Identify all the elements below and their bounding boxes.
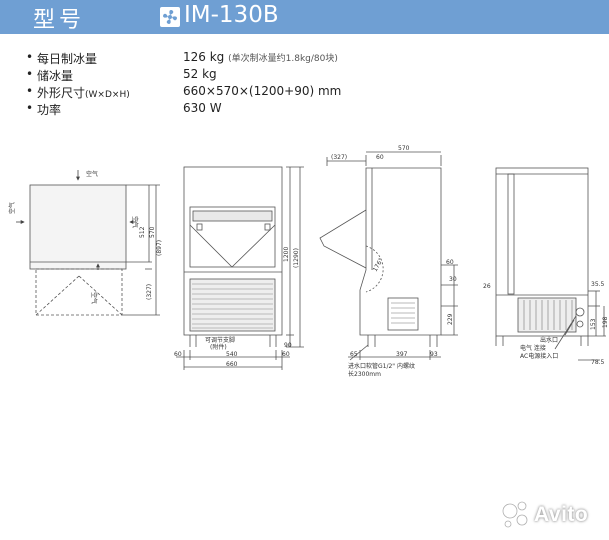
side-dim-397: 397 [396,351,408,358]
power-label: 电气 连接 [520,344,546,352]
air-label-right: 空气 [131,216,139,228]
front-view-drawing [176,166,304,370]
model-header: 型号 IM-130B [0,0,609,34]
side-vent-grille [391,302,415,324]
dim-1200: 1200 [283,247,290,262]
spec-value-note: (单次制冰量约1.8kg/80块) [228,54,338,64]
technical-drawings: 空气 空气 空气 空气 512 570 (327) (897) [8,145,609,378]
dim-90: 90 [284,342,292,349]
dim-512: 512 [139,226,146,238]
rear-dim-198: 198 [602,316,609,328]
side-dim-229: 229 [447,313,454,325]
side-dim-65: 65 [350,351,358,358]
rear-dim-78-5: 78.5 [591,359,605,366]
model-name: IM-130B [184,2,279,28]
spec-label: 功率 [37,103,62,117]
rear-dim-153: 153 [590,318,597,330]
foot-note: 可调节支脚 [205,336,235,344]
side-view-drawing [319,151,458,361]
rear-view-drawing [495,167,606,361]
inlet-note-length: 长2300mm [348,370,381,378]
spec-value: 630 W [183,101,222,115]
air-label-bottom: 空气 [90,292,98,304]
air-label-top: 空气 [86,170,98,178]
spec-value: 52 kg [183,67,217,81]
side-dim-60-top: 60 [376,154,384,161]
dim-570: 570 [149,226,156,238]
rear-dim-26: 26 [483,283,491,290]
air-label-left: 空气 [8,202,16,214]
spec-value: 126 kg (单次制冰量约1.8kg/80块) [183,50,338,64]
foot-note-sub: (附件) [210,343,227,351]
bullet: • [26,67,34,81]
bullet: • [26,101,34,115]
model-label: 型号 [33,8,86,33]
top-view-drawing [29,184,160,316]
dim-1290: (1290) [293,248,300,268]
rear-vent-grille [523,300,573,330]
dim-660: 660 [226,361,238,368]
dim-60-right: 60 [282,351,290,358]
inlet-note: 进水口软管G1/2" 内螺纹 [348,362,415,370]
spec-label-note: (W×D×H) [85,90,130,100]
drain-label: 出水口 [540,336,558,344]
spec-label: 每日制冰量 [37,52,98,66]
bullet: • [26,84,34,98]
rear-dim-35-5: 35.5 [591,281,605,288]
dim-327: (327) [146,284,153,300]
power-inlet-label: AC电源接入口 [520,352,558,360]
side-dim-327: (327) [331,154,347,161]
spec-value: 660×570×(1200+90) mm [183,84,342,98]
avito-watermark-text: Avito [534,503,589,526]
dim-897: (897) [156,240,163,256]
fan-icon [160,7,180,27]
front-vent-grille [192,283,273,329]
side-dim-570: 570 [398,145,410,152]
bullet: • [26,50,34,64]
spec-label: 外形尺寸(W×D×H) [37,86,130,100]
dim-540: 540 [226,351,238,358]
dim-60-left: 60 [174,351,182,358]
avito-logo-icon [502,501,528,528]
side-dim-30: 30 [449,276,457,283]
spec-label: 储冰量 [37,69,74,83]
side-dim-93: 93 [430,351,438,358]
side-dim-60-right: 60 [446,259,454,266]
airflow-arrows [16,170,136,270]
